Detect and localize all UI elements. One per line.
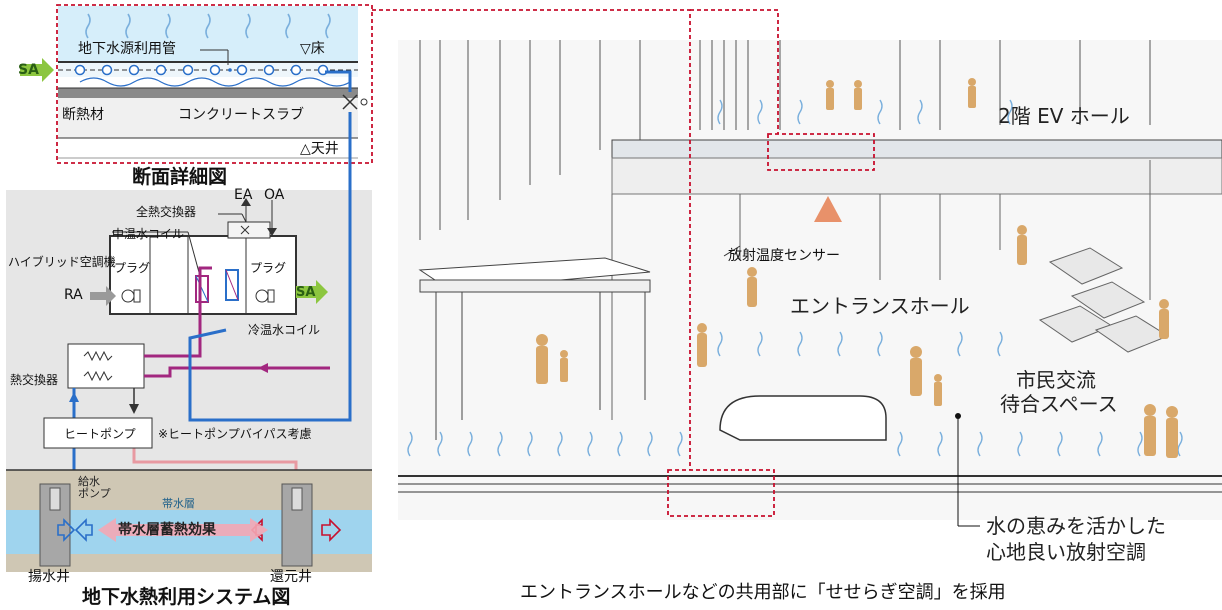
supply-pump-label: 給水 ポンプ	[78, 475, 111, 501]
system-diagram-caption: 地下水熱利用システム図	[82, 586, 291, 608]
ra-label: RA	[64, 287, 83, 303]
perspective-caption: エントランスホールなどの共用部に「せせらぎ空調」を採用	[520, 582, 1006, 603]
heat-exchanger-label: 熱交換器	[10, 373, 59, 387]
note-line2: 心地良い放射空調	[986, 540, 1146, 564]
sa-label-ahu: SA	[296, 285, 316, 300]
hybrid-ahu-label: ハイブリッド空調機	[8, 255, 116, 269]
slab-label: コンクリートスラブ	[178, 107, 304, 123]
ev-hall-label: 2階 EV ホール	[998, 104, 1130, 128]
plug-left-label: プラグ	[114, 261, 151, 275]
bypass-note: ※ヒートポンプバイパス考慮	[158, 427, 312, 441]
total-heat-exchanger-label: 全熱交換器	[136, 205, 197, 219]
aquifer-label: 帯水層	[162, 497, 195, 510]
insulation-label: 断熱材	[62, 107, 104, 123]
sensor-label: 放射温度センサー	[728, 248, 840, 264]
ceiling-label: △天井	[300, 141, 339, 157]
plug-right-label: プラグ	[250, 261, 287, 275]
cold-coil-label: 冷温水コイル	[248, 323, 321, 337]
heat-pump-label: ヒートポンプ	[64, 427, 136, 441]
mid-temp-coil-label: 中温水コイル	[112, 227, 185, 241]
entrance-hall-label: エントランスホール	[790, 294, 970, 318]
community-line1: 市民交流	[1016, 368, 1096, 392]
oa-label: OA	[264, 187, 285, 203]
community-line2: 待合スペース	[1000, 392, 1118, 416]
note-line1: 水の恵みを活かした	[986, 514, 1166, 538]
floor-label: ▽床	[300, 41, 325, 57]
sa-label-top: SA	[18, 62, 39, 78]
pipe-label: 地下水源利用管	[78, 41, 176, 57]
aquifer-effect-label: 帯水層蓄熱効果	[118, 522, 216, 538]
section-detail-caption: 断面詳細図	[132, 166, 228, 188]
return-well-label: 還元井	[270, 569, 312, 585]
ea-label: EA	[234, 187, 253, 203]
pumping-well-label: 揚水井	[28, 569, 70, 585]
